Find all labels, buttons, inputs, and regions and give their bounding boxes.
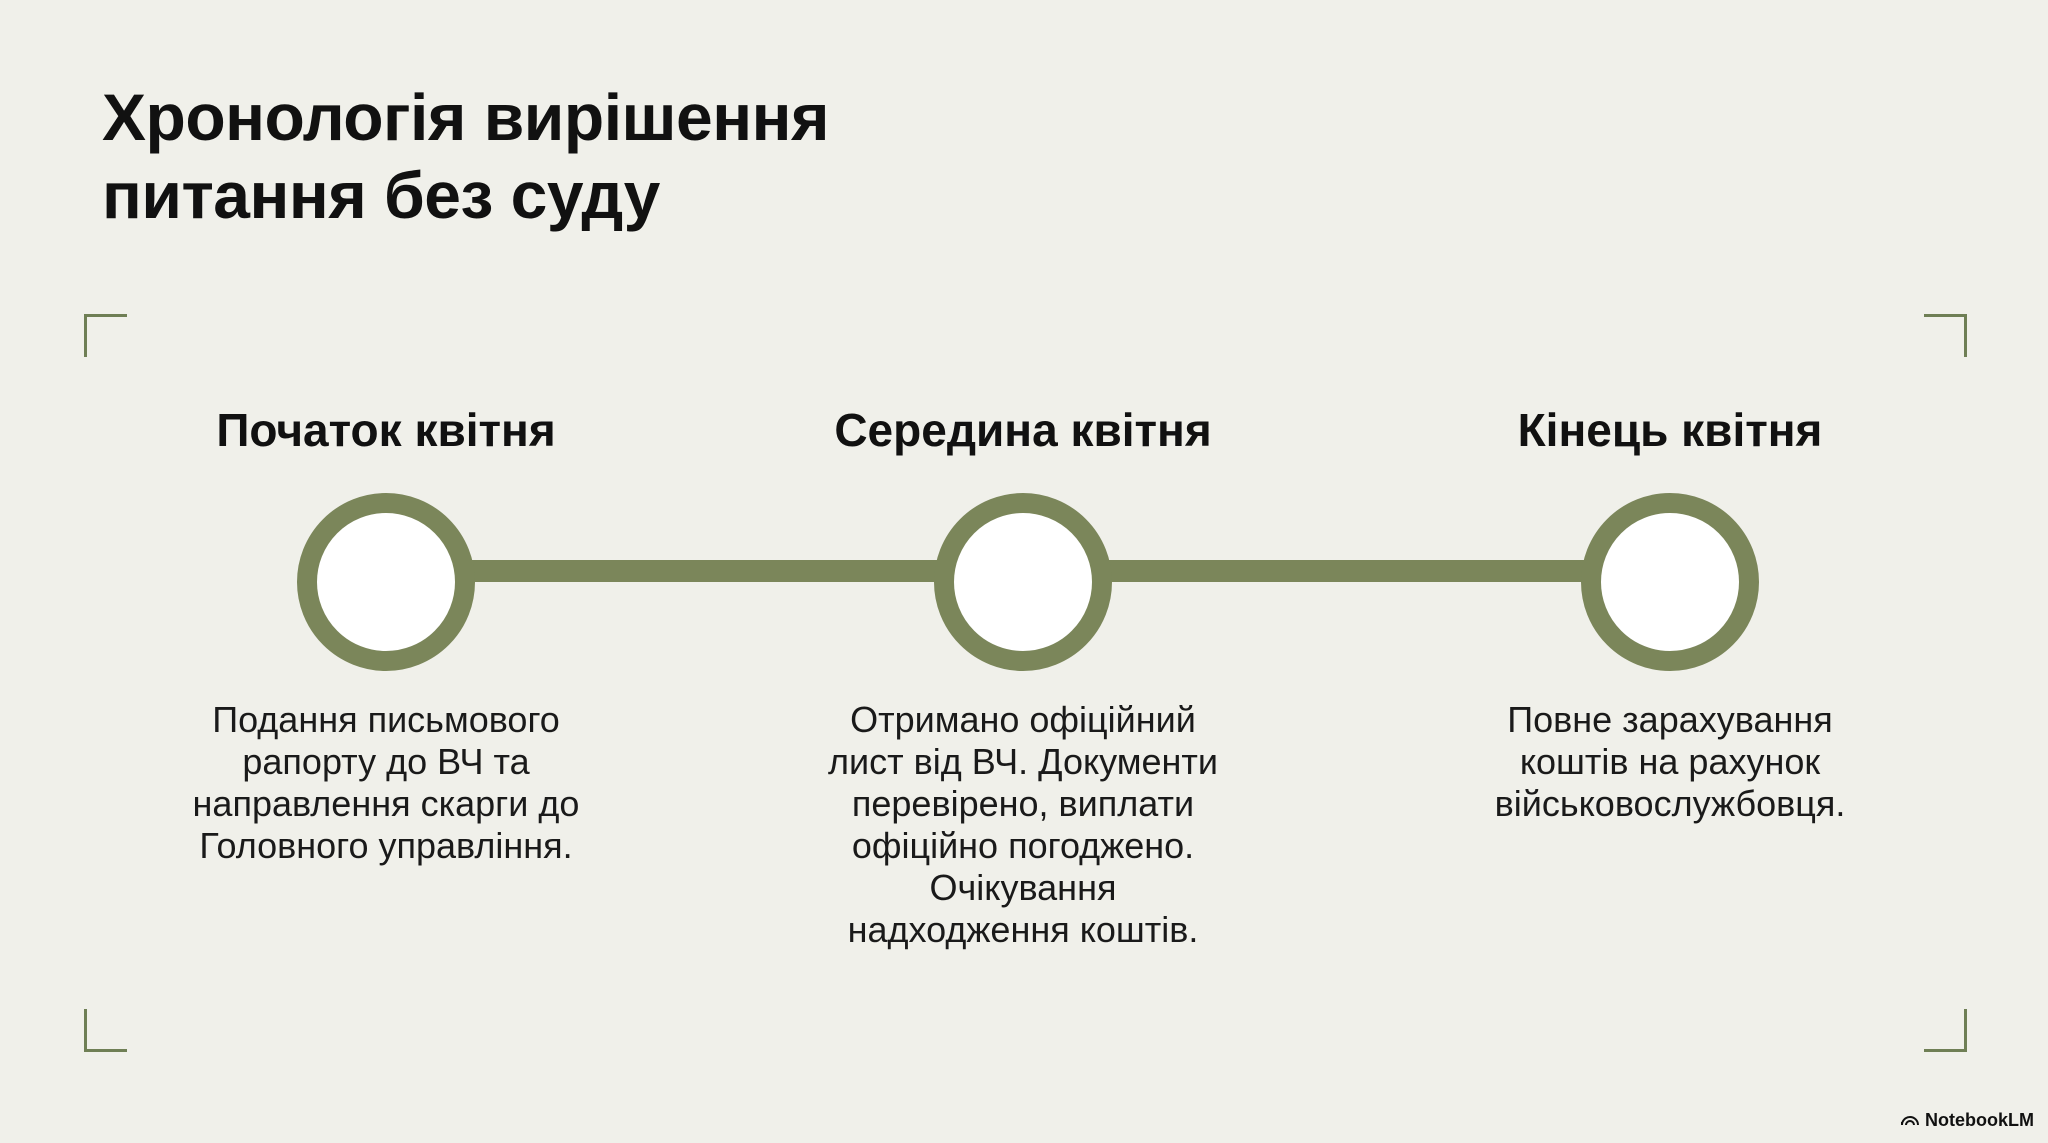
- notebooklm-logo-icon: [1901, 1116, 1920, 1126]
- milestone-description: Подання письмового рапорту до ВЧ та напр…: [192, 699, 580, 866]
- milestone-label: Початок квітня: [216, 404, 556, 456]
- milestone-label: Кінець квітня: [1517, 404, 1823, 456]
- timeline-milestone-1: Початок квітня Подання письмового рапорт…: [106, 400, 666, 867]
- frame-corner-bottom-right: [1924, 1009, 1967, 1052]
- frame-corner-top-right: [1924, 314, 1967, 357]
- milestone-description: Повне зарахування коштів на рахунок війс…: [1494, 699, 1846, 824]
- frame-corner-top-left: [84, 314, 127, 357]
- timeline-node: [1581, 493, 1759, 671]
- brand-name: NotebookLM: [1925, 1110, 2034, 1130]
- slide-title: Хронологія вирішення питання без суду: [102, 80, 830, 232]
- milestone-label: Середина квітня: [834, 404, 1212, 456]
- frame-corner-bottom-left: [84, 1009, 127, 1052]
- milestone-description: Отримано офіційний лист від ВЧ. Документ…: [828, 699, 1218, 950]
- timeline-node: [297, 493, 475, 671]
- timeline-milestone-2: Середина квітня Отримано офіційний лист …: [743, 400, 1303, 951]
- timeline-milestone-3: Кінець квітня Повне зарахування коштів н…: [1390, 400, 1950, 825]
- notebooklm-brand: NotebookLM: [1901, 1109, 2034, 1131]
- timeline-node: [934, 493, 1112, 671]
